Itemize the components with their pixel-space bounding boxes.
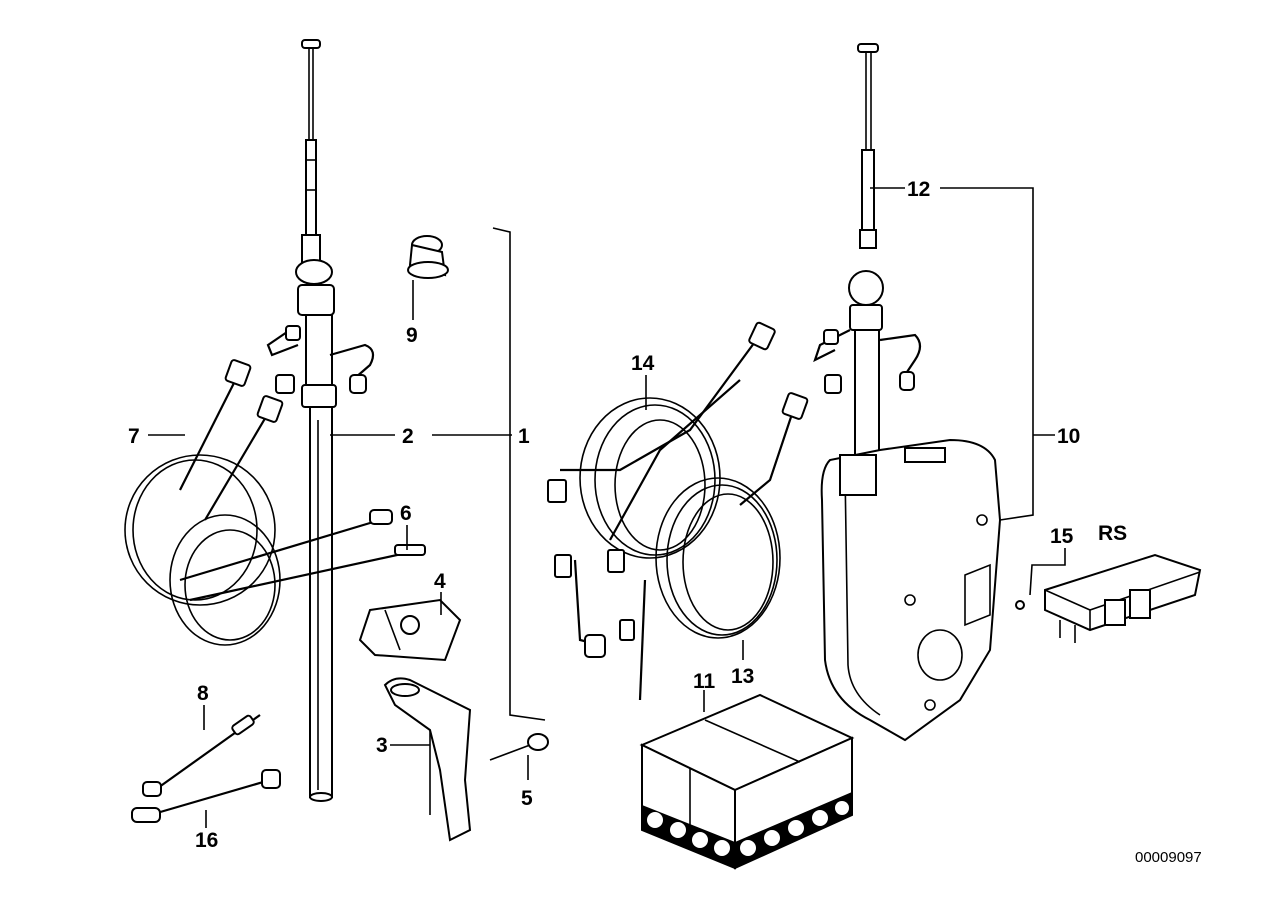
extension-cable — [131, 769, 281, 823]
callout-3: 3 — [376, 734, 388, 757]
leader-lines — [148, 187, 1066, 828]
callout-labels: 1 2 3 4 5 6 7 8 9 10 11 12 13 14 15 16 R… — [128, 178, 1202, 866]
plug-cable — [179, 509, 426, 602]
callout-16: 16 — [195, 829, 218, 852]
rubber-grommet — [407, 235, 449, 279]
callout-5: 5 — [521, 787, 533, 810]
callout-10: 10 — [1057, 425, 1080, 448]
callout-6: 6 — [400, 502, 412, 525]
callout-2: 2 — [402, 425, 414, 448]
callout-14: 14 — [631, 352, 655, 375]
callout-9: 9 — [406, 324, 418, 347]
telescopic-antenna — [266, 39, 375, 802]
callout-rs: RS — [1098, 522, 1127, 545]
callout-13: 13 — [731, 665, 754, 688]
power-antenna-motor — [813, 270, 1002, 742]
adapter-cable — [142, 714, 261, 797]
coaxial-cable-coil — [619, 392, 809, 701]
wiring-harness — [547, 321, 776, 658]
callout-4: 4 — [434, 570, 446, 593]
mounting-kit-box — [639, 693, 855, 870]
callout-7: 7 — [128, 425, 140, 448]
mounting-bracket — [383, 677, 472, 842]
callout-8: 8 — [197, 682, 209, 705]
screw — [489, 733, 549, 761]
antenna-cable-coil — [124, 359, 284, 646]
callout-11: 11 — [693, 670, 716, 693]
power-antenna-mast — [857, 43, 879, 249]
callout-15: 15 — [1050, 525, 1074, 548]
callout-12: 12 — [907, 178, 930, 201]
holder-clip — [358, 598, 462, 662]
relay-module — [1015, 553, 1202, 643]
diagram-code: 00009097 — [1135, 849, 1202, 866]
callout-1: 1 — [518, 425, 530, 448]
